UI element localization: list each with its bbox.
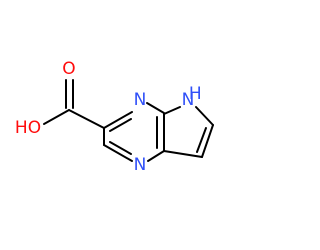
bond-c5-c3a [163, 150, 203, 158]
bond-nh-c6 [195, 106, 214, 126]
bond-c6-c5-b [196, 127, 207, 153]
atom-label-layer: HO O N N H N [15, 59, 207, 175]
pyrrole-nh-hydrogen: H [189, 84, 202, 104]
hydroxyl-label: HO [15, 118, 41, 138]
bond-n-bottom-c2 [103, 144, 133, 162]
molecule-structure-diagram: HO O N N H N [15, 59, 214, 175]
bond-carboxyl-c-oh [43, 109, 70, 125]
bond-c7a-nh [163, 106, 181, 115]
bond-n-top-c7a [146, 102, 165, 114]
bond-c3a-n-bottom [147, 150, 165, 162]
bond-c3-n-top-inner [109, 118, 132, 132]
pyrazine-n-bottom-label: N [134, 155, 147, 175]
pyrazine-n-top-label: N [134, 90, 147, 110]
carbonyl-oxygen-label: O [62, 59, 75, 79]
pyrrole-nh-label: H N [182, 84, 207, 110]
bond-c6-c5-a [201, 124, 214, 158]
pyrrole-nh-nitrogen: N [182, 90, 195, 110]
bond-c3-n-top [103, 111, 133, 129]
bond-n-bottom-c2-inner [109, 141, 132, 155]
bond-layer [43, 79, 214, 162]
bond-carboxyl-c-ring-c [68, 109, 105, 129]
